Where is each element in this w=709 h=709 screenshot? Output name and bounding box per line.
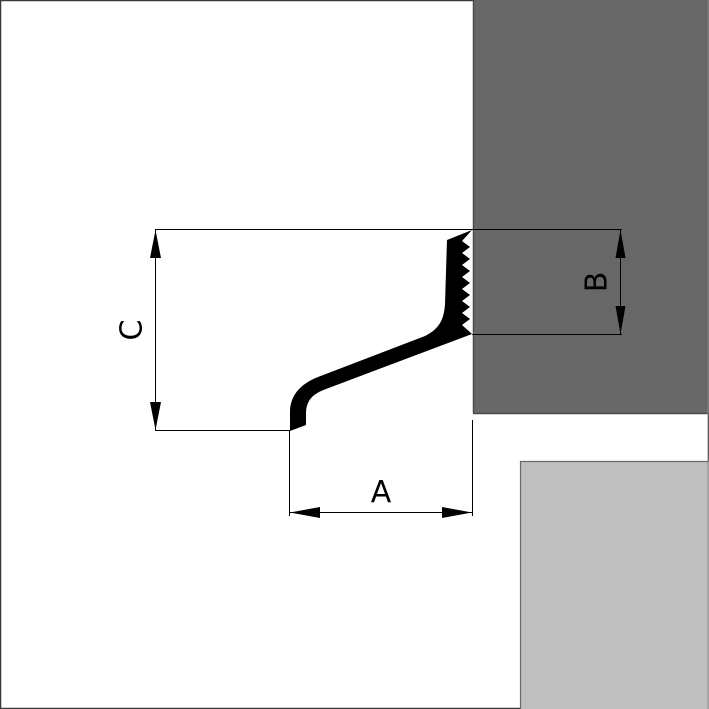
dimension-c-arrow-top [150,230,161,258]
dimension-b-label: B [580,272,615,293]
dimension-b: B [472,229,626,335]
dimension-b-arrow-top [615,230,626,258]
upper-block [473,0,709,413]
dimension-a-arrow-left [290,507,320,518]
lower-block [520,461,709,709]
profile-body [290,230,472,431]
dimension-a-label: A [371,475,392,510]
dimension-c: C [115,229,472,431]
dimension-a: A [289,430,472,518]
dimension-b-arrow-bottom [615,306,626,334]
dimension-a-arrow-right [442,507,472,518]
trim-profile [290,230,472,431]
dimension-c-arrow-bottom [150,402,161,430]
dimension-c-label: C [115,320,150,341]
